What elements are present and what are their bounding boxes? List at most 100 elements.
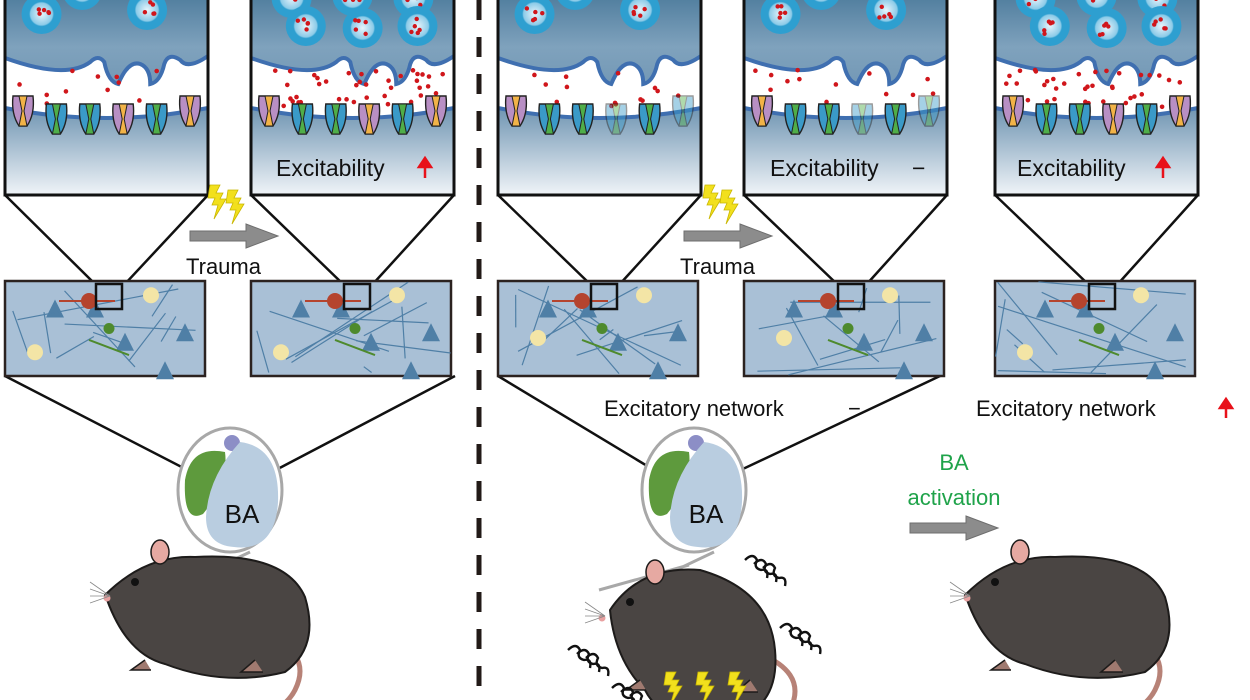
- released-neurotransmitter: [564, 84, 570, 90]
- released-neurotransmitter: [1110, 85, 1115, 91]
- neurite: [1006, 329, 1024, 345]
- receptor-pore: [790, 103, 801, 135]
- stress-mark-stroke: [797, 630, 822, 655]
- neurotransmitter-dot: [342, 0, 348, 3]
- lightning-icon: [207, 184, 227, 220]
- receptor-channel: [1068, 103, 1091, 135]
- synapse-frame: [496, 0, 703, 197]
- neurotransmitter-dot: [305, 20, 311, 26]
- trauma-label-right: Trauma: [680, 254, 756, 279]
- released-neurotransmitter: [1100, 99, 1106, 104]
- arrow-right-icon: [909, 515, 1000, 541]
- synaptic-vesicle: [397, 6, 438, 46]
- released-neurotransmitter: [1166, 77, 1172, 83]
- receptor-channel: [817, 103, 840, 135]
- released-neurotransmitter: [284, 82, 290, 88]
- neurite: [997, 370, 1106, 375]
- astrocyte: [273, 344, 289, 361]
- synapse-panel-trauma-resilient: [249, 0, 456, 197]
- minus-indicator: −: [912, 155, 925, 181]
- receptor-pore: [1041, 103, 1052, 135]
- stress-mark: [744, 554, 787, 587]
- receptor-channel: [1035, 103, 1058, 135]
- mouse-eye: [626, 598, 634, 606]
- released-neurotransmitter: [354, 82, 359, 88]
- receptor-pore: [185, 95, 195, 127]
- microglia: [1093, 323, 1105, 334]
- receptor-pore: [331, 103, 341, 135]
- mouse-body: [964, 555, 1171, 679]
- released-neurotransmitter: [930, 91, 936, 96]
- neurotransmitter-dot: [777, 15, 782, 20]
- neurite: [256, 330, 270, 373]
- receptor-pore: [151, 103, 162, 135]
- neurotransmitter-dot: [363, 19, 368, 25]
- released-neurotransmitter: [281, 103, 287, 109]
- released-neurotransmitter: [420, 72, 425, 77]
- neurite: [599, 329, 614, 341]
- released-neurotransmitter: [1123, 100, 1129, 106]
- trauma-arrow-left: [189, 223, 280, 249]
- released-neurotransmitter: [655, 88, 660, 94]
- released-neurotransmitter: [883, 91, 889, 97]
- released-neurotransmitter: [797, 76, 802, 82]
- neurotransmitter-dot: [363, 31, 368, 37]
- zoom-funnel-lines: [250, 194, 455, 286]
- pyramidal-neuron: [1106, 332, 1124, 351]
- lightning-icon: [225, 189, 245, 225]
- synaptic-vesicle: [342, 8, 383, 48]
- receptor-pore: [51, 103, 62, 135]
- neurotransmitter-dot: [1106, 24, 1111, 29]
- excitability-label-2: Excitability: [276, 155, 385, 181]
- neurotransmitter-dot: [405, 0, 410, 3]
- receptor-pore: [264, 95, 274, 127]
- neurite: [757, 367, 901, 372]
- neurite: [643, 331, 676, 337]
- released-neurotransmitter: [410, 68, 416, 73]
- released-neurotransmitter: [1053, 86, 1059, 91]
- arrow-right-icon: [189, 223, 280, 249]
- released-neurotransmitter: [1042, 82, 1047, 88]
- lateral-amygdala: [648, 450, 690, 516]
- receptor-channel: [571, 103, 594, 135]
- neurite: [1038, 281, 1186, 295]
- foot-shock-icon: [695, 671, 715, 700]
- astrocyte: [530, 330, 546, 346]
- neurotransmitter-dot: [1162, 26, 1167, 31]
- pyramidal-neuron: [825, 299, 843, 318]
- mouse-whisker: [949, 581, 971, 597]
- stress-mark-stroke: [762, 562, 787, 587]
- released-neurotransmitter: [116, 80, 122, 85]
- neurotransmitter-dot: [633, 4, 638, 10]
- brain-inset: BA: [598, 426, 748, 592]
- neurite: [823, 315, 880, 363]
- neurotransmitter-dot: [775, 4, 780, 9]
- receptor-subunit: [917, 95, 941, 127]
- neurite: [576, 320, 683, 356]
- synaptic-vesicle: [1141, 6, 1182, 46]
- released-neurotransmitter: [753, 68, 758, 73]
- neurite: [43, 312, 52, 354]
- trauma-arrow-right: [683, 223, 774, 249]
- neurotransmitter-dot: [540, 10, 545, 16]
- neurotransmitter-dot: [304, 27, 309, 32]
- neurotransmitter-dot: [882, 14, 887, 19]
- neurotransmitter-dot: [1100, 31, 1105, 37]
- synaptic-vesicle: [866, 0, 907, 30]
- released-neurotransmitter: [44, 92, 50, 98]
- neurite: [563, 308, 620, 375]
- receptor-channel: [257, 95, 281, 127]
- neurite: [521, 285, 550, 366]
- receptor-channel: [178, 95, 202, 127]
- receptor-channel: [605, 103, 628, 135]
- ba-label: BA: [225, 499, 260, 529]
- basal-amygdala-region: [206, 442, 279, 548]
- receptor-channel: [917, 95, 941, 127]
- released-neurotransmitter: [1014, 81, 1020, 86]
- pyramidal-neuron: [1146, 361, 1164, 380]
- pyramidal-neuron: [402, 361, 420, 380]
- zoom-region-box: [836, 282, 866, 311]
- released-neurotransmitter: [1025, 97, 1031, 103]
- anxious-mouse: [584, 559, 798, 700]
- network-panel-trauma-resilient: [249, 279, 453, 380]
